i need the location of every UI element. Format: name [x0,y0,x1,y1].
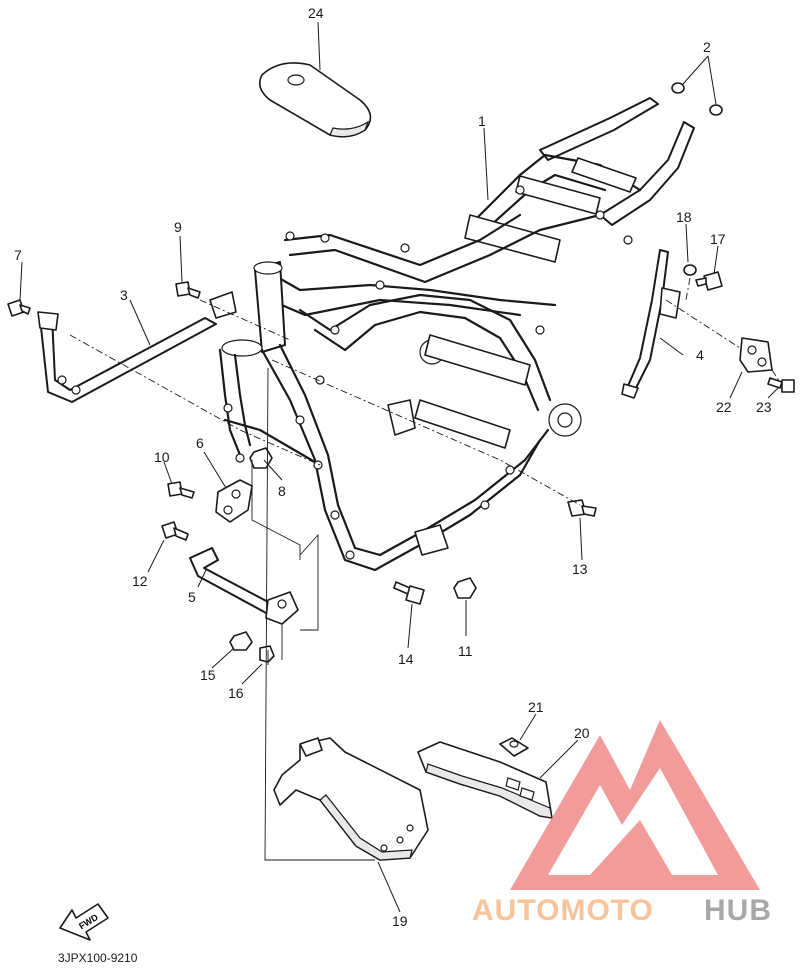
callout-7: 7 [14,247,22,263]
callout-16: 16 [228,685,244,701]
callout-14: 14 [398,651,414,667]
fasteners [7,264,795,757]
leader-lines [19,21,779,913]
plate-20 [417,741,553,819]
fwd-arrow-icon: FWD [59,903,109,941]
callout-numbers: 24 2 1 3 4 5 6 7 8 9 10 11 12 13 14 15 1… [14,5,772,929]
bracket-22-part [739,337,773,373]
watermark-brand-part1: AUTOMOTO [472,894,654,927]
seat-pad-part [259,62,372,138]
callout-20: 20 [574,725,590,741]
callout-24: 24 [308,5,324,21]
callout-11: 11 [458,643,473,659]
bracket-plate-6 [215,479,253,523]
cover-19 [273,737,429,861]
callout-9: 9 [174,219,182,235]
assembly-guides [69,277,781,861]
callout-3: 3 [120,287,128,303]
callout-4: 4 [696,347,704,363]
cap-parts [671,82,723,116]
right-downtube-part [621,249,681,399]
callout-23: 23 [756,399,772,415]
callout-12: 12 [132,573,148,589]
callout-17: 17 [710,231,726,247]
callout-22: 22 [716,399,732,415]
callout-18: 18 [676,209,692,225]
watermark-logo: AUTOMOTO HUB [472,720,772,927]
main-frame [218,97,695,572]
watermark-brand-part2: HUB [704,894,772,927]
left-downtube-part [37,291,237,403]
callout-19: 19 [392,913,408,929]
callout-8: 8 [278,483,286,499]
callout-5: 5 [188,589,196,605]
callout-2: 2 [703,39,711,55]
callout-10: 10 [154,449,170,465]
diagram-part-code: 3JPX100-9210 [58,951,138,965]
callout-15: 15 [200,667,216,683]
callout-21: 21 [528,699,544,715]
brace-5 [189,547,299,625]
callout-13: 13 [572,561,588,577]
callout-1: 1 [478,113,486,129]
callout-6: 6 [196,435,204,451]
